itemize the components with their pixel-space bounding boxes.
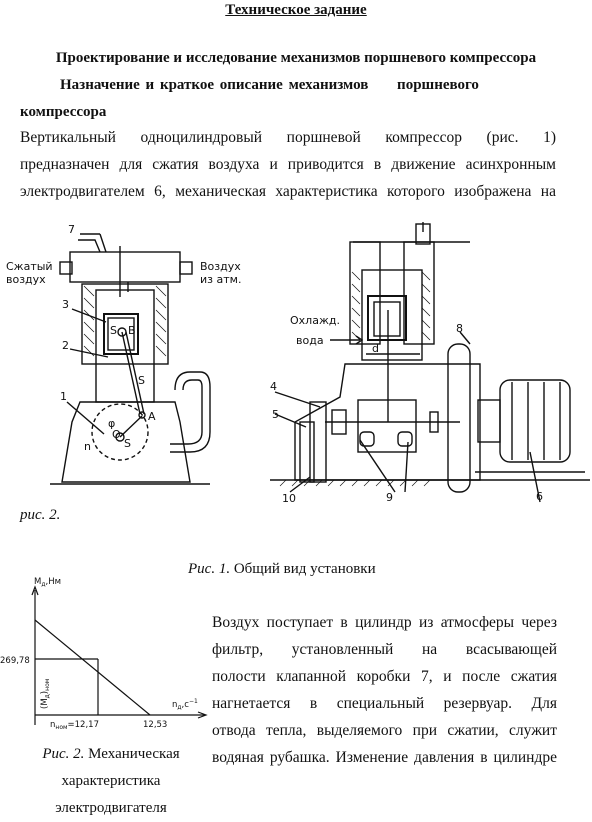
fig1-label-air-in2: из атм. [200,273,241,286]
fig1-label-4: 4 [270,380,277,393]
body-paragraph-2: Воздух поступает в цилиндр из атмосферы … [212,614,557,776]
fig1-label-cooling: Охлажд. [290,314,340,327]
compressor-figure: 7 Сжатый воздух Воздух из атм. 3 2 1 S B… [6,222,590,505]
fig1-label-10: 10 [282,492,296,505]
intro-line-1: Вертикальный одноцилиндровый поршневой к… [20,129,556,146]
fig1-label-5: 5 [272,408,279,421]
fig1-caption-text: Общий вид установки [230,561,376,577]
fig1-label-s1: S [124,437,131,450]
fig2-y-arrow [31,585,39,596]
intro-line-3: электродвигателем 6, механическая характ… [20,183,556,200]
fig2-x-max: 12,53 [143,720,167,730]
body2-line-5: отвода тепла, выделяемого при сжатии, сл… [212,722,557,739]
body2-line-4: нагнетается в специальный резервуар. Для [212,695,557,712]
body2-line-3: полости клапанной коробки 7, и после сжа… [212,668,557,685]
fig2-curve [34,619,151,716]
body2-line-2: фильтр, установленный на всасывающей [212,641,557,658]
fig1-label-phi: φ [108,417,115,430]
fig1-label-cooling2: вода [296,334,324,347]
fig1-label-n1: n [84,440,91,453]
fig1-label-b: B [128,324,136,337]
fig2-mnom-label: (Mд)ном [40,679,51,709]
subsection-heading-cont: компрессора [20,104,107,120]
intro-line-2: предназначен для сжатия воздуха и привод… [20,156,556,173]
fig2-caption: Рис. 2. Механическая характеристика элек… [26,741,196,822]
intro-paragraph: Вертикальный одноцилиндровый поршневой к… [20,124,556,205]
fig2-caption-line1: Механическая [84,746,180,762]
fig2-x-arrow [197,711,208,719]
fig2-caption-prefix: Рис. 2. [42,746,85,762]
fig1-label-a: A [148,410,156,423]
fig1-label-2: 2 [62,339,69,352]
fig1-label-compressed: Сжатый [6,260,53,273]
motor-characteristic-chart: Mд,Нм nд,c−1 269,78 (Mд)ном nном=12,17 1… [0,577,208,731]
section-heading: Проектирование и исследование механизмов… [55,50,537,66]
fig1-label-3: 3 [62,298,69,311]
fig1-label-9: 9 [386,491,393,504]
fig1-label-air-in: Воздух [200,260,241,273]
fig2-caption-line3: электродвигателя [55,800,167,816]
fig1-label-d: d [372,342,379,355]
fig1-label-7: 7 [68,223,75,236]
fig1-label-1: 1 [60,390,67,403]
fig1-label-6: 6 [536,490,543,503]
document-title: Техническое задание [225,2,367,18]
fig1-label-s3: S [110,324,117,337]
fig2-reference: рис. 2. [20,507,61,523]
fig2-y-label: Mд,Нм [34,577,61,588]
body2-line-6: водяная рубашка. Изменение давления в ци… [212,749,557,766]
fig1-label-s2: S [138,374,145,387]
fig1-label-o: O [112,428,121,441]
subsection-heading: Назначение и краткое описание механизмов… [60,77,479,93]
fig2-y-value: 269,78 [0,656,30,666]
fig2-caption-line2: характеристика [61,773,161,789]
fig1-label-compressed2: воздух [6,273,46,286]
fig2-x-label: nд,c−1 [172,698,198,711]
fig1-label-8: 8 [456,322,463,335]
fig1-caption-prefix: Рис. 1. [188,561,231,577]
fig1-caption: Рис. 1. Общий вид установки [188,561,376,578]
body2-line-1: Воздух поступает в цилиндр из атмосферы … [212,614,557,631]
fig2-x-nom: nном=12,17 [50,720,99,731]
